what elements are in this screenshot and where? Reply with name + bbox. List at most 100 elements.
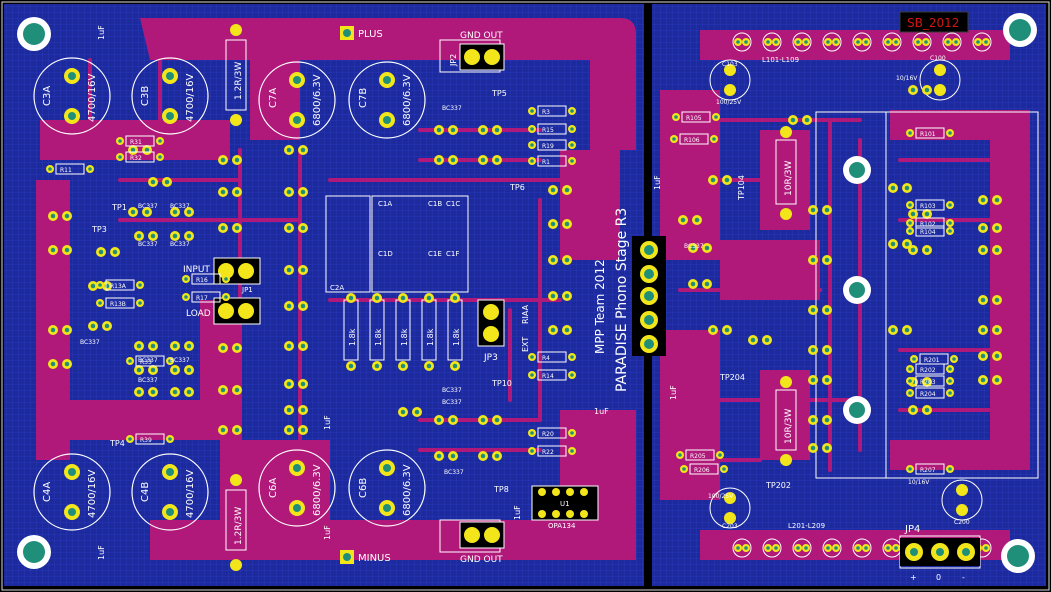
drill [144,209,150,215]
resistor-body [125,151,155,163]
drill [736,40,740,44]
pads [48,85,1002,461]
drill [736,546,740,550]
drill [994,353,1000,359]
drill [908,203,912,207]
resistor-ref: R20 [542,431,554,438]
resistor-ref: R13A [110,283,127,290]
resistor-ref: R3 [542,109,550,116]
resistor-ref: R32 [130,155,142,162]
resistor-body [537,105,567,117]
cap-1uf-2: 1uF [97,545,106,560]
drill [530,143,534,147]
drill [172,209,178,215]
resistor-body [135,433,165,445]
corner-label: SB_2012 [907,16,959,30]
jp1-label: JP1 [241,286,253,294]
opa134-label: OPA134 [548,522,576,530]
resistor-3w-right-top-label: 10R/3W [784,161,794,196]
drill [138,283,142,287]
drill [924,40,928,44]
test-points: TP1 TP3 TP4 TP5 TP6 TP8 TP10 TP104 TP202… [91,89,791,494]
drill [894,546,898,550]
plus-label: PLUS [358,29,383,40]
riaa-resistor-value: 1.8k [426,328,435,346]
resistor-ref: R17 [196,295,208,302]
drill [220,427,226,433]
drill [450,127,456,133]
drill [300,303,306,309]
resistor-ref: R105 [686,115,702,122]
drill [186,233,192,239]
drill [766,40,770,44]
big-capacitor-c6b: C6B 6800/6.3V [348,449,426,527]
drill [88,167,92,171]
transistor-label: BC337 [442,387,462,394]
drill [150,233,156,239]
drill [924,247,930,253]
drill [220,189,226,195]
drill [530,449,534,453]
drill [718,453,722,457]
drill [164,179,170,185]
led-outline [762,538,782,558]
drill [764,337,770,343]
jp4-plus: + [910,573,917,582]
drill [564,187,570,193]
cap-c4b-value: 4700/16V [185,469,196,518]
drill [924,407,930,413]
drill [98,301,102,305]
drill [910,87,916,93]
drill [826,40,830,44]
tp4-label: TP4 [109,439,125,448]
drill [948,131,952,135]
drill [224,277,228,281]
resistor-ref: R1 [542,159,550,166]
cap-c1c: C1C [446,200,460,208]
drill [994,247,1000,253]
drill [674,115,678,119]
drill [680,217,686,223]
drill [300,225,306,231]
cap-c7a-value: 6800/6.3V [312,74,323,126]
drill [980,297,986,303]
drill [714,115,718,119]
resistor-ref: R104 [920,229,936,236]
drill [348,363,354,369]
drill [158,139,162,143]
drill [234,189,240,195]
drill [796,40,800,44]
led-group-bottom-label: L201-L209 [788,522,825,530]
drill [300,147,306,153]
cap-c4a-ref: C4A [42,482,53,502]
drill [824,207,830,213]
drill [774,40,778,44]
resistor-body [679,133,709,145]
tp1-label: TP1 [111,203,127,212]
cap-c4b-ref: C4B [140,482,151,502]
drill [810,207,816,213]
drill [144,147,150,153]
drill [790,117,796,123]
drill [286,427,292,433]
drill [570,449,574,453]
drill [550,187,556,193]
cap-c203: C203 100/25V [708,487,751,530]
drill [704,245,710,251]
drill [864,546,868,550]
drill [908,391,912,395]
drill [980,247,986,253]
resistor-body [681,111,711,123]
big-capacitor-c7a: C7A 6800/6.3V [258,61,336,139]
drill [150,179,156,185]
drill [118,155,122,159]
board-title: PARADISE Phono Stage R3 [614,208,630,392]
drill [172,367,178,373]
drill [570,431,574,435]
corner-label-box [899,11,969,33]
drill [50,247,56,253]
cap-c3a-ref: C3A [42,86,53,106]
drill [168,359,172,363]
drill [824,347,830,353]
